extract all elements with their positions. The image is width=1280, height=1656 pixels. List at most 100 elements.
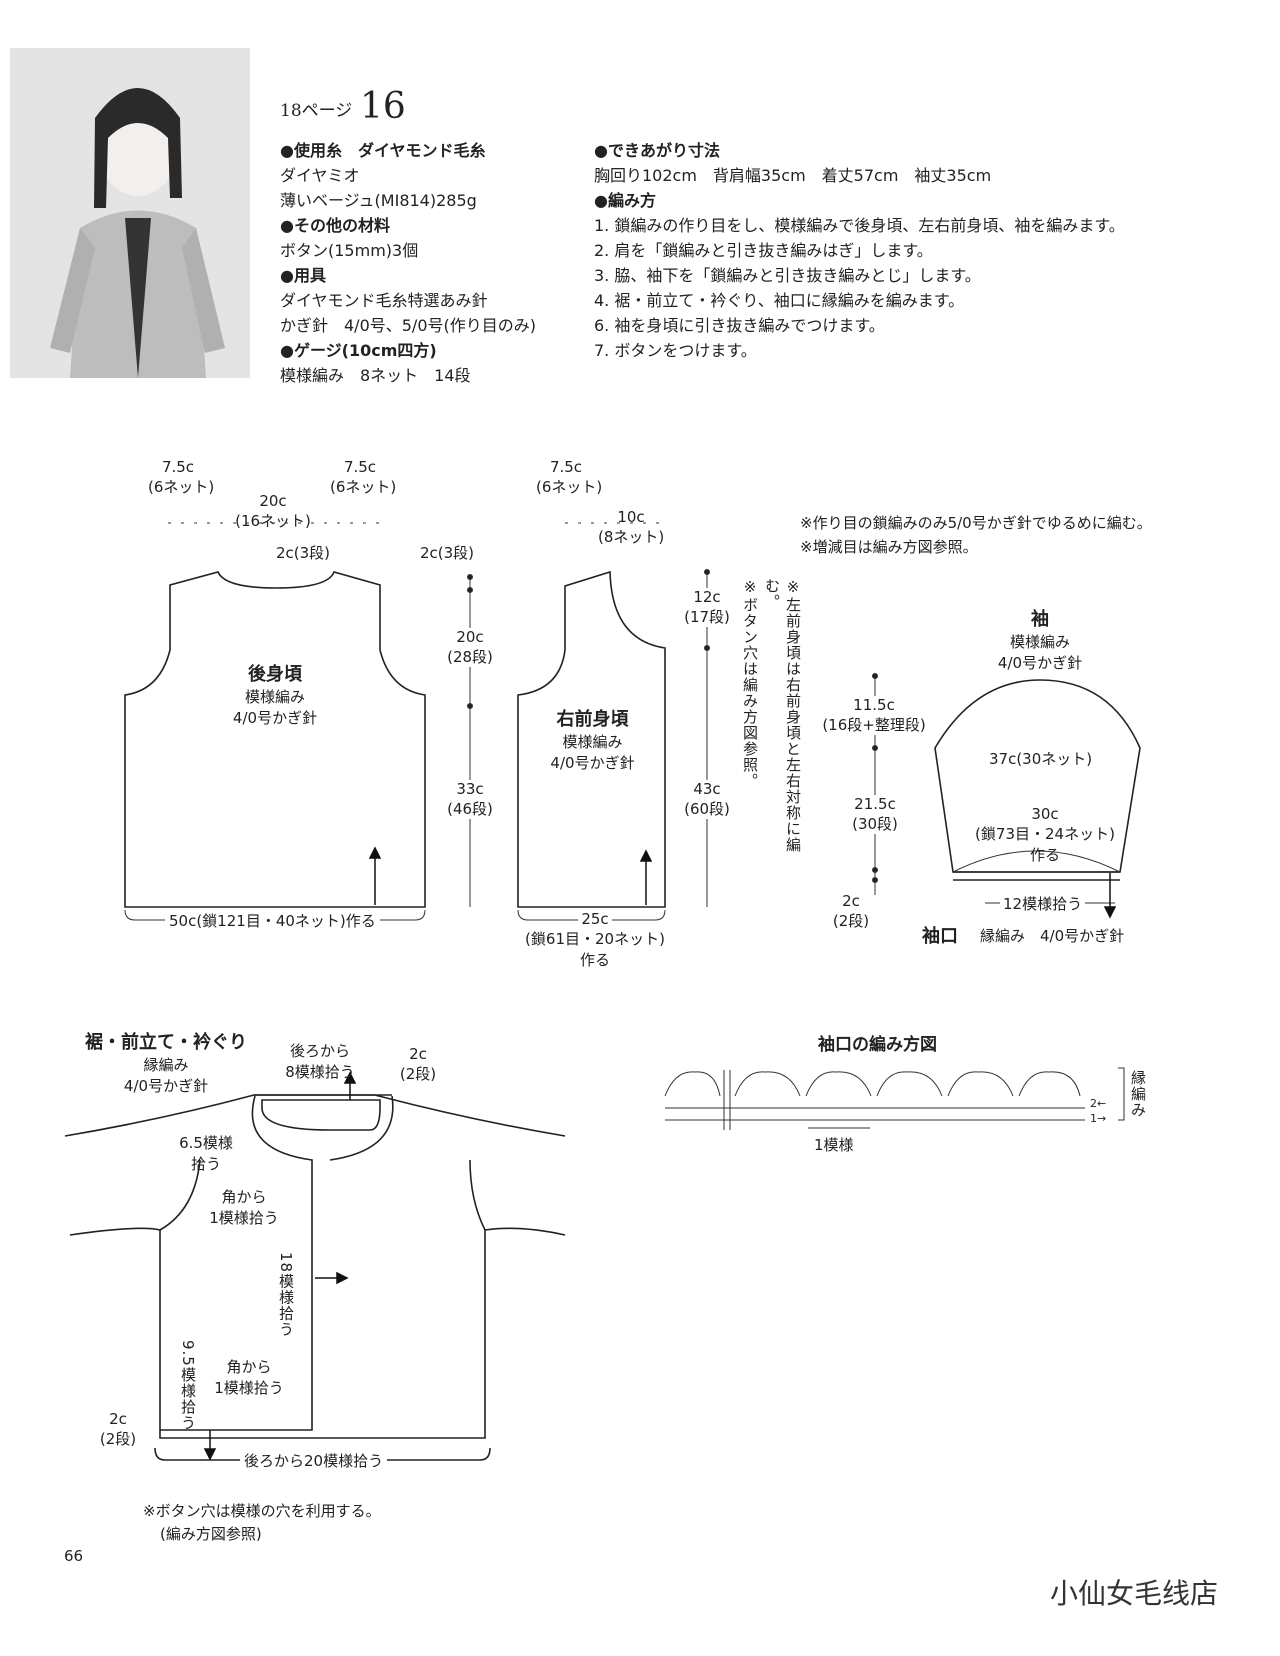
- pattern-number: 16: [360, 86, 406, 127]
- method-step: 3. 脇、袖下を「鎖編みと引き抜き編みとじ」します。: [594, 266, 981, 285]
- back-outline: [124, 571, 426, 908]
- dim-value: (28段): [447, 648, 493, 666]
- cuff-stitch: 縁編み 4/0号かぎ針: [980, 927, 1125, 945]
- edging-title: 裾・前立て・衿ぐり: [85, 1032, 247, 1053]
- note-2: ※増減目は編み方図参照。: [800, 538, 978, 556]
- dim-value: 2c: [842, 892, 860, 910]
- corner-pickup-top: 角から 1模様拾う: [198, 1186, 290, 1228]
- dim-value: (2段): [399, 1065, 437, 1083]
- dim-value: 20c: [259, 492, 287, 510]
- cuff-chart-repeat: 1模様: [814, 1136, 854, 1154]
- page-reference: 18ページ: [280, 101, 353, 121]
- dimension-lines: [124, 522, 1121, 921]
- dim-value: (鎖73目・24ネット): [975, 825, 1115, 843]
- back-neck-depth: 2c(3段): [276, 544, 331, 562]
- model-silhouette: [10, 48, 250, 378]
- edging-note-2: (編み方図参照): [160, 1525, 262, 1543]
- dim-value: 7.5c: [549, 458, 583, 476]
- dim-value: (鎖61目・20ネット): [525, 930, 665, 948]
- cuff-label: 袖口: [922, 926, 958, 947]
- back-neck-width: 20c (16ネット): [228, 492, 318, 531]
- cuff-chart-label: 縁編み: [1129, 1070, 1147, 1118]
- dim-value: (2段): [99, 1430, 137, 1448]
- method-block: ●できあがり寸法 胸回り102cm 背肩幅35cm 着丈57cm 袖丈35cm …: [594, 138, 1125, 363]
- sleeve-pick-up: 12模様拾う: [1000, 893, 1086, 914]
- sleeve-stitch: 模様編み: [1009, 633, 1070, 651]
- yarn-name: ダイヤミオ: [280, 166, 360, 185]
- dim-value: 20c: [456, 628, 484, 646]
- cuff-chart-strip: [664, 1067, 1125, 1130]
- note-vertical-2: ※ボタン穴は編み方図参照。: [741, 578, 759, 789]
- front-stitch: 模様編み: [562, 733, 623, 751]
- back-shoulder-left: 7.5c (6ネット): [148, 458, 214, 497]
- hem-depth: 2c (2段): [95, 1410, 141, 1449]
- gauge-value: 模様編み 8ネット 14段: [280, 366, 471, 385]
- dim-value: (6ネット): [536, 478, 603, 496]
- yarn-color: 薄いベージュ(MI814)285g: [280, 191, 477, 210]
- dim-value: 2c: [409, 1045, 427, 1063]
- other-heading: ●その他の材料: [280, 216, 390, 235]
- sleeve-title: 袖: [1031, 609, 1049, 630]
- front-outline: [517, 570, 666, 908]
- gauge-heading: ●ゲージ(10cm四方): [280, 341, 437, 360]
- edging-stitch: 縁編み: [143, 1056, 189, 1074]
- cuff-chart-title: 袖口の編み方図: [818, 1035, 937, 1055]
- watermark-text: 小仙女毛线店: [1050, 1577, 1219, 1610]
- dim-value: 7.5c: [343, 458, 377, 476]
- dim-value: 後ろから: [289, 1042, 350, 1060]
- finished-value: 胸回り102cm 背肩幅35cm 着丈57cm 袖丈35cm: [594, 166, 992, 185]
- corner-pickup-bottom: 角から 1模様拾う: [203, 1356, 295, 1398]
- note-vertical-1: ※左前身頃は右前身頃と左右対称に編む。: [763, 578, 802, 853]
- side-top-dim: 2c(3段): [420, 544, 475, 562]
- tools-value-1: ダイヤモンド毛糸特選あみ針: [280, 291, 488, 310]
- dim-value: 作る: [1029, 846, 1060, 864]
- dim-value: (6ネット): [330, 478, 397, 496]
- direction-arrows: [368, 846, 1117, 919]
- dim-value: 角から: [226, 1358, 272, 1376]
- front-pickup: 18模様拾う: [276, 1252, 297, 1347]
- dim-value: 30c: [1031, 805, 1059, 823]
- method-step: 6. 袖を身頃に引き抜き編みでつけます。: [594, 316, 885, 335]
- sleeve-length-dim: 21.5c (30段): [845, 795, 905, 834]
- method-step: 2. 肩を「鎖編みと引き抜き編みはぎ」します。: [594, 241, 933, 260]
- dim-value: 6.5模様: [179, 1134, 233, 1152]
- dim-value: 拾う: [190, 1155, 221, 1173]
- front-shoulder-dim: 7.5c (6ネット): [536, 458, 603, 497]
- other-value: ボタン(15mm)3個: [280, 241, 419, 260]
- dim-value: 10c: [617, 508, 645, 526]
- sleeve-cap-dim: 11.5c (16段+整理段): [812, 696, 936, 735]
- dim-value: (30段): [852, 815, 898, 833]
- dim-value: (8ネット): [598, 528, 665, 546]
- model-photo: [10, 48, 250, 378]
- front-total-length: 43c (60段): [676, 780, 738, 819]
- back-hook: 4/0号かぎ針: [232, 709, 318, 727]
- dim-value: 8模様拾う: [285, 1063, 355, 1081]
- body-length-dim: 33c (46段): [438, 780, 502, 819]
- method-heading: ●編み方: [594, 191, 656, 210]
- chart-row-1: 1→: [1090, 1112, 1107, 1125]
- dim-value: (16段+整理段): [822, 716, 926, 734]
- back-neck-pickup: 後ろから 8模様拾う: [280, 1040, 360, 1082]
- dim-value: 2c: [109, 1410, 127, 1428]
- dim-value: 25c: [578, 910, 612, 928]
- dim-value: (17段): [684, 608, 730, 626]
- neck-pickup: 6.5模様 拾う: [170, 1132, 242, 1174]
- front-hook: 4/0号かぎ針: [550, 754, 635, 772]
- tools-heading: ●用具: [280, 266, 326, 285]
- hem-pickup: 後ろから20模様拾う: [240, 1450, 388, 1471]
- edging-title-block: 裾・前立て・衿ぐり 縁編み 4/0号かぎ針: [76, 1028, 256, 1096]
- front-neck-dim: 10c (8ネット): [598, 508, 664, 547]
- sleeve-cuff-dim: 30c (鎖73目・24ネット) 作る: [975, 805, 1115, 865]
- method-step: 7. ボタンをつけます。: [594, 341, 757, 360]
- sleeve-width-dim: 37c(30ネット): [985, 748, 1097, 769]
- tools-value-2: かぎ針 4/0号、5/0号(作り目のみ): [280, 316, 536, 335]
- page-number: 66: [64, 1547, 84, 1565]
- dim-value: 12c: [693, 588, 721, 606]
- yarn-heading: ●使用糸 ダイヤモンド毛糸: [280, 141, 486, 160]
- back-title: 後身頃: [248, 664, 302, 685]
- method-step: 1. 鎖編みの作り目をし、模様編みで後身頃、左右前身頃、袖を編みます。: [594, 216, 1125, 235]
- back-title-block: 後身頃 模様編み 4/0号かぎ針: [215, 660, 335, 728]
- edging-depth: 2c (2段): [395, 1045, 441, 1084]
- edging-note-1: ※ボタン穴は模様の穴を利用する。: [143, 1502, 381, 1520]
